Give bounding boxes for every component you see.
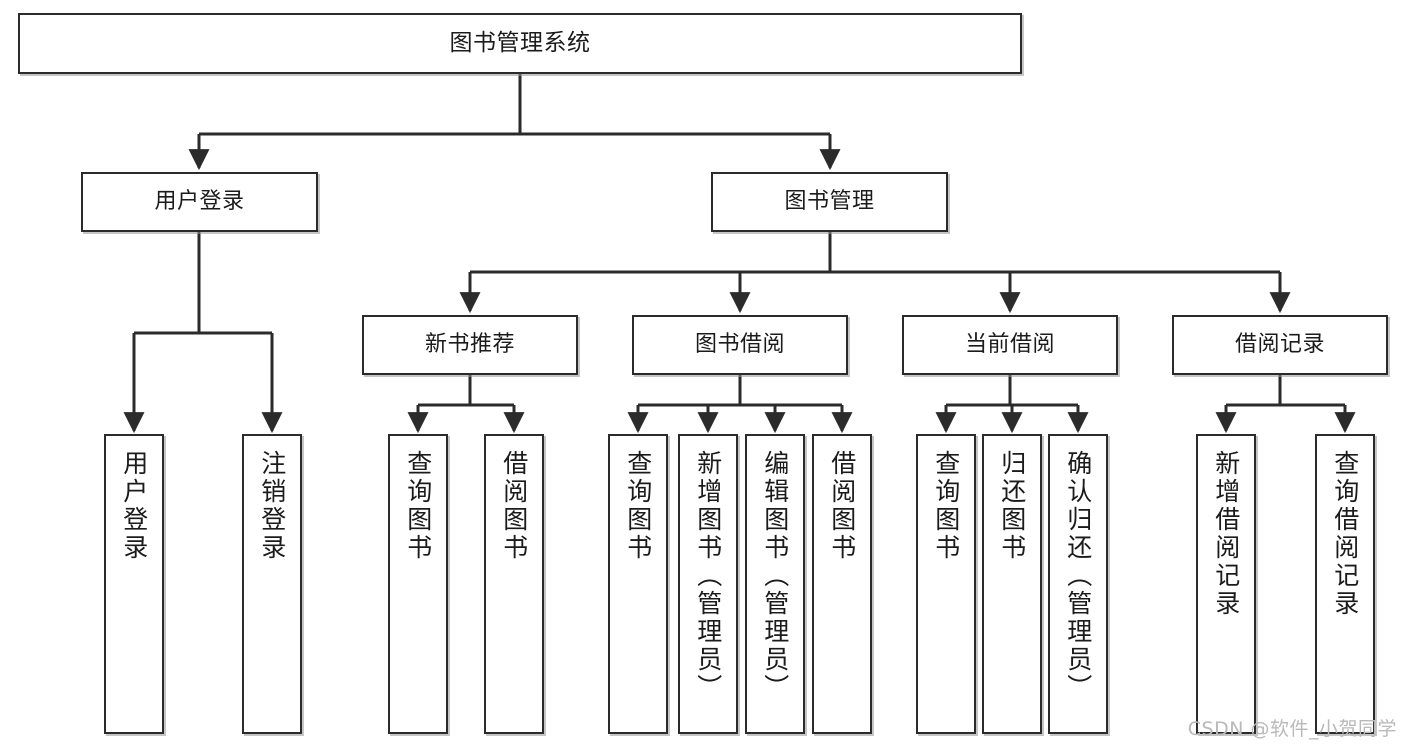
node-current-borrow-label: 当前借阅 xyxy=(964,332,1055,358)
node-new-book-recommend-label: 新书推荐 xyxy=(424,332,515,358)
node-leaf-user-logout[interactable]: 注销登录 xyxy=(242,434,302,734)
node-leaf-query-record-label: 查询借阅记录 xyxy=(1330,450,1360,618)
node-leaf-add-record-label: 新增借阅记录 xyxy=(1211,450,1241,618)
node-leaf-confirm-return-label: 确认归还（管理员） xyxy=(1063,450,1093,702)
node-leaf-user-logout-label: 注销登录 xyxy=(257,450,287,562)
node-user-login[interactable]: 用户登录 xyxy=(81,172,318,232)
node-leaf-edit-book-label: 编辑图书（管理员） xyxy=(760,450,790,702)
node-leaf-borrow-book-2[interactable]: 借阅图书 xyxy=(812,434,872,734)
watermark: CSDN @软件_小贺同学 xyxy=(1187,718,1397,740)
node-leaf-borrow-book-1[interactable]: 借阅图书 xyxy=(484,434,544,734)
node-borrow-record[interactable]: 借阅记录 xyxy=(1172,315,1388,375)
node-book-borrow[interactable]: 图书借阅 xyxy=(632,315,848,375)
node-leaf-query-book-1-label: 查询图书 xyxy=(403,450,433,562)
node-current-borrow[interactable]: 当前借阅 xyxy=(902,315,1118,375)
node-leaf-borrow-book-1-label: 借阅图书 xyxy=(499,450,529,562)
node-leaf-user-login-label: 用户登录 xyxy=(119,450,149,562)
node-leaf-query-book-3[interactable]: 查询图书 xyxy=(916,434,976,734)
node-leaf-query-record[interactable]: 查询借阅记录 xyxy=(1315,434,1375,734)
node-book-borrow-label: 图书借阅 xyxy=(694,332,785,358)
node-leaf-query-book-2-label: 查询图书 xyxy=(623,450,653,562)
node-leaf-confirm-return[interactable]: 确认归还（管理员） xyxy=(1048,434,1108,734)
node-leaf-return-book-label: 归还图书 xyxy=(997,450,1027,562)
node-book-manage[interactable]: 图书管理 xyxy=(711,172,948,232)
node-book-manage-label: 图书管理 xyxy=(784,189,875,215)
node-root-label: 图书管理系统 xyxy=(449,29,591,56)
node-leaf-add-record[interactable]: 新增借阅记录 xyxy=(1196,434,1256,734)
node-new-book-recommend[interactable]: 新书推荐 xyxy=(362,315,578,375)
node-leaf-return-book[interactable]: 归还图书 xyxy=(982,434,1042,734)
node-user-login-label: 用户登录 xyxy=(154,189,245,215)
node-leaf-query-book-3-label: 查询图书 xyxy=(931,450,961,562)
node-leaf-borrow-book-2-label: 借阅图书 xyxy=(827,450,857,562)
node-leaf-user-login[interactable]: 用户登录 xyxy=(104,434,164,734)
node-leaf-add-book[interactable]: 新增图书（管理员） xyxy=(678,434,738,734)
node-leaf-query-book-2[interactable]: 查询图书 xyxy=(608,434,668,734)
node-borrow-record-label: 借阅记录 xyxy=(1234,332,1325,358)
node-leaf-add-book-label: 新增图书（管理员） xyxy=(693,450,723,702)
node-leaf-edit-book[interactable]: 编辑图书（管理员） xyxy=(745,434,805,734)
node-root[interactable]: 图书管理系统 xyxy=(18,13,1022,74)
node-leaf-query-book-1[interactable]: 查询图书 xyxy=(388,434,448,734)
